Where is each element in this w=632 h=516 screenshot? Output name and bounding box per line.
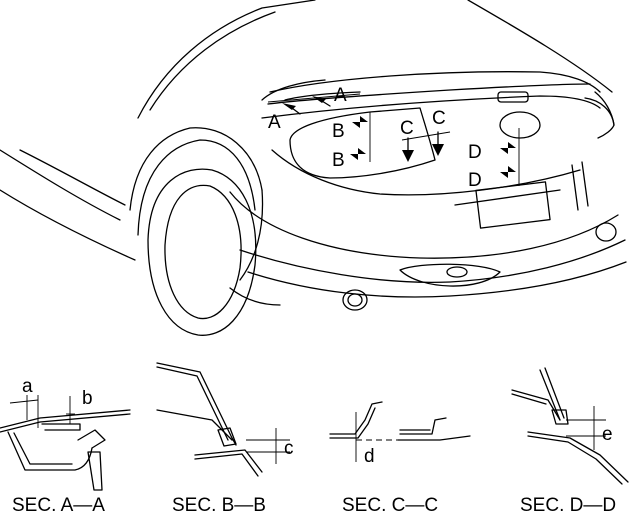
section-b-b: c SEC. B—B — [156, 362, 294, 516]
caption-sec-a-a: SEC. A—A — [12, 495, 105, 516]
caption-sec-b-b: SEC. B—B — [172, 495, 266, 516]
arrow-b2 — [350, 148, 366, 160]
section-markers: A A B B C C D D — [267, 85, 520, 191]
label-d2: D — [468, 170, 482, 191]
section-c-c: d SEC. C—C — [329, 401, 471, 516]
caption-sec-c-c: SEC. C—C — [342, 495, 438, 516]
label-c2: C — [432, 108, 446, 129]
label-a2: A — [334, 85, 347, 106]
dim-e: e — [602, 424, 613, 445]
label-c1: C — [400, 118, 414, 139]
dim-a: a — [22, 376, 33, 397]
arrow-d2 — [500, 166, 516, 178]
label-b1: B — [332, 121, 345, 142]
dim-c: c — [284, 438, 294, 459]
arrow-d1 — [500, 142, 516, 154]
label-d1: D — [468, 142, 482, 163]
label-a1: A — [268, 112, 281, 133]
caption-sec-d-d: SEC. D—D — [520, 495, 616, 516]
dim-b: b — [82, 388, 93, 409]
arrow-c1 — [402, 150, 414, 162]
dim-d: d — [364, 446, 375, 467]
section-a-a: a b SEC. A—A — [0, 376, 131, 516]
car-rear-illustration — [0, 0, 627, 336]
section-d-d: e SEC. D—D — [511, 367, 629, 516]
arrow-c2 — [432, 144, 444, 156]
label-b2: B — [332, 150, 345, 171]
arrow-b1 — [352, 116, 368, 128]
